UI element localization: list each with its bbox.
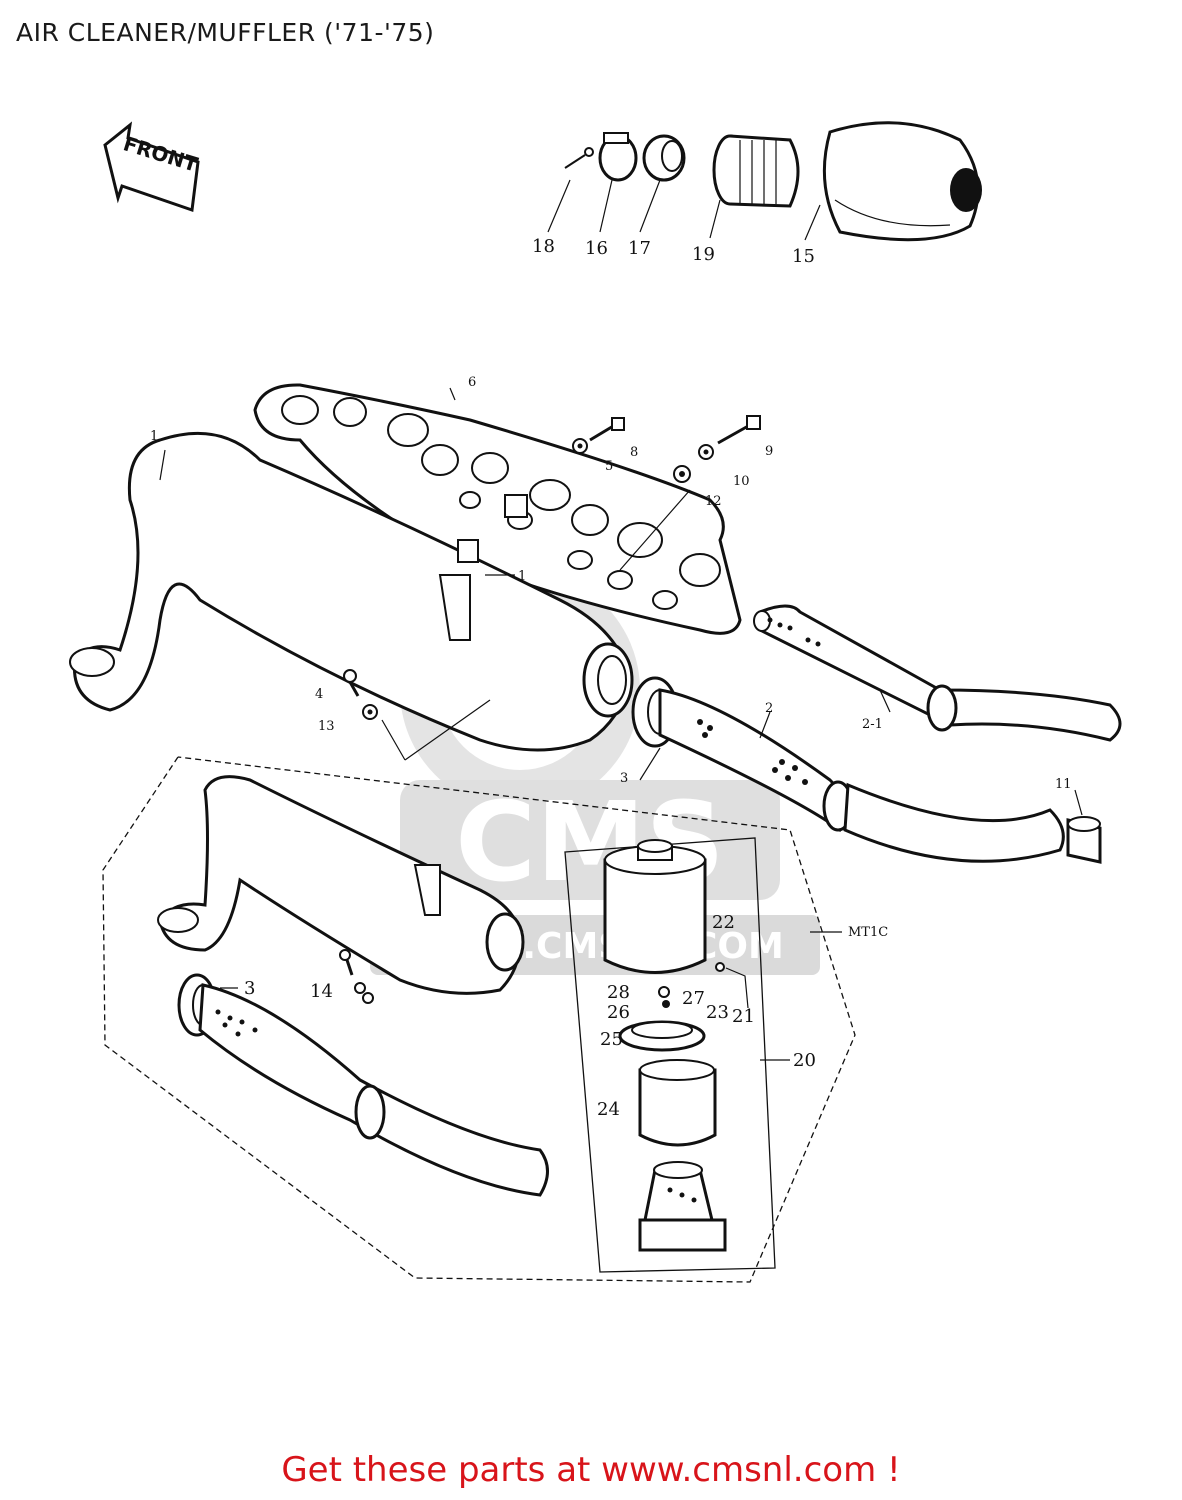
callout-9: 9 xyxy=(765,444,773,459)
callout-14: 14 xyxy=(310,981,333,1002)
callout-6: 6 xyxy=(468,375,476,390)
callout-19: 19 xyxy=(692,244,715,265)
cap-11: 11 xyxy=(1055,777,1102,864)
callout-12: 12 xyxy=(705,494,722,509)
page-title: AIR CLEANER/MUFFLER ('71-'75) xyxy=(16,18,435,47)
callout-15: 15 xyxy=(792,246,815,267)
tail-pipe-upper: 2-1 xyxy=(753,604,1122,742)
callout-11: 11 xyxy=(1055,777,1072,792)
callout-21: 21 xyxy=(732,1006,755,1027)
callout-8: 8 xyxy=(630,445,638,460)
callout-13: 13 xyxy=(318,719,335,734)
spark-arrestor-box: 20 22 23 21 28 27 26 25 24 xyxy=(564,837,816,1273)
footer-link[interactable]: Get these parts at www.cmsnl.com ! xyxy=(281,1450,901,1490)
callout-23: 23 xyxy=(706,1002,729,1023)
baffle-group: 3 2 xyxy=(620,676,1065,863)
callout-3: 3 xyxy=(620,771,628,786)
callout-27: 27 xyxy=(682,988,705,1009)
callout-16: 16 xyxy=(585,238,608,259)
baffle-lower: 3 xyxy=(177,973,549,1197)
heat-guard: 6 xyxy=(253,375,742,635)
mt1c-boundary: MT1C xyxy=(102,756,888,1283)
callout-17: 17 xyxy=(628,238,651,259)
callout-22: 22 xyxy=(712,912,735,933)
callout-5: 5 xyxy=(605,459,613,474)
callout-mt1c: MT1C xyxy=(848,925,888,940)
callout-3b: 3 xyxy=(244,978,255,999)
front-arrow-icon: FRONT xyxy=(103,121,201,213)
parts-diagram: CMS WWW.CMSNL.COM FRONT 18 16 17 xyxy=(69,121,1122,1283)
callout-10: 10 xyxy=(733,474,750,489)
callout-4: 4 xyxy=(315,687,323,702)
callout-28: 28 xyxy=(607,982,630,1003)
callout-20: 20 xyxy=(793,1050,816,1071)
callout-2-1: 2-1 xyxy=(862,717,883,732)
callout-25: 25 xyxy=(600,1029,623,1050)
bolt-4-group: 4 13 xyxy=(315,669,491,761)
callout-1b: 1 xyxy=(518,569,526,584)
callout-2: 2 xyxy=(765,701,773,716)
bolts-group: 8 5 9 10 12 xyxy=(572,415,773,571)
callout-18: 18 xyxy=(532,236,555,257)
callout-24: 24 xyxy=(597,1099,620,1120)
air-cleaner-group: 18 16 17 19 15 xyxy=(532,121,982,267)
muffler-lower: 14 xyxy=(157,775,525,1004)
callout-26: 26 xyxy=(607,1002,630,1023)
muffler-upper: 1 1 xyxy=(69,429,634,752)
callout-1: 1 xyxy=(150,429,158,444)
